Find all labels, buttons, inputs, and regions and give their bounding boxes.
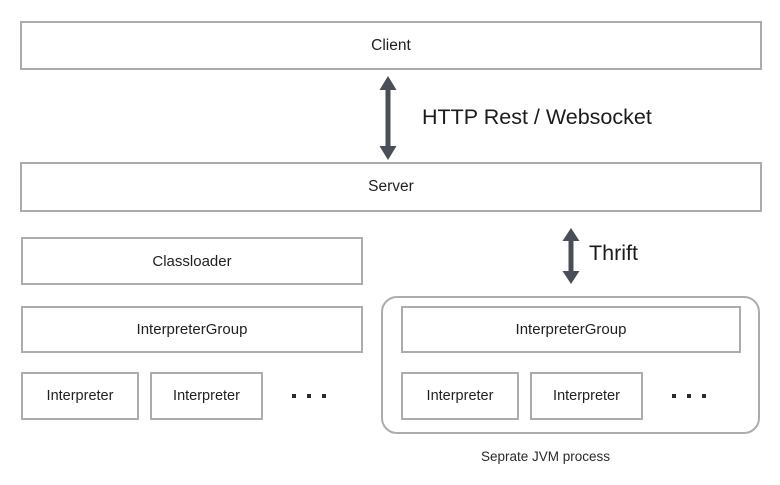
thrift-arrow [558,228,584,284]
interpreter-box: Interpreter [401,372,519,420]
interpreter-label: Interpreter [173,387,240,404]
interpreter-label: Interpreter [426,387,494,404]
interpreter-label: Interpreter [46,387,114,404]
separate-jvm-process-caption: Seprate JVM process [481,449,611,464]
ellipsis-icon [292,394,326,398]
interpreter-label: Interpreter [553,387,620,404]
interpreter-group-right-box: InterpreterGroup [401,306,741,353]
interpreter-box: Interpreter [150,372,263,420]
client-label: Client [371,36,411,54]
thrift-label: Thrift [589,241,638,265]
classloader-label: Classloader [152,252,232,270]
http-websocket-label: HTTP Rest / Websocket [422,105,652,129]
ellipsis-icon [672,394,706,398]
server-box: Server [20,162,762,212]
http-websocket-arrow [375,76,401,160]
interpreter-group-left-label: InterpreterGroup [136,321,248,338]
interpreter-group-right-label: InterpreterGroup [515,321,627,338]
classloader-box: Classloader [21,237,363,285]
interpreter-box: Interpreter [21,372,139,420]
interpreter-box: Interpreter [530,372,643,420]
server-label: Server [368,178,414,196]
separate-jvm-process-container [381,296,760,434]
interpreter-group-left-box: InterpreterGroup [21,306,363,353]
client-box: Client [20,21,762,70]
